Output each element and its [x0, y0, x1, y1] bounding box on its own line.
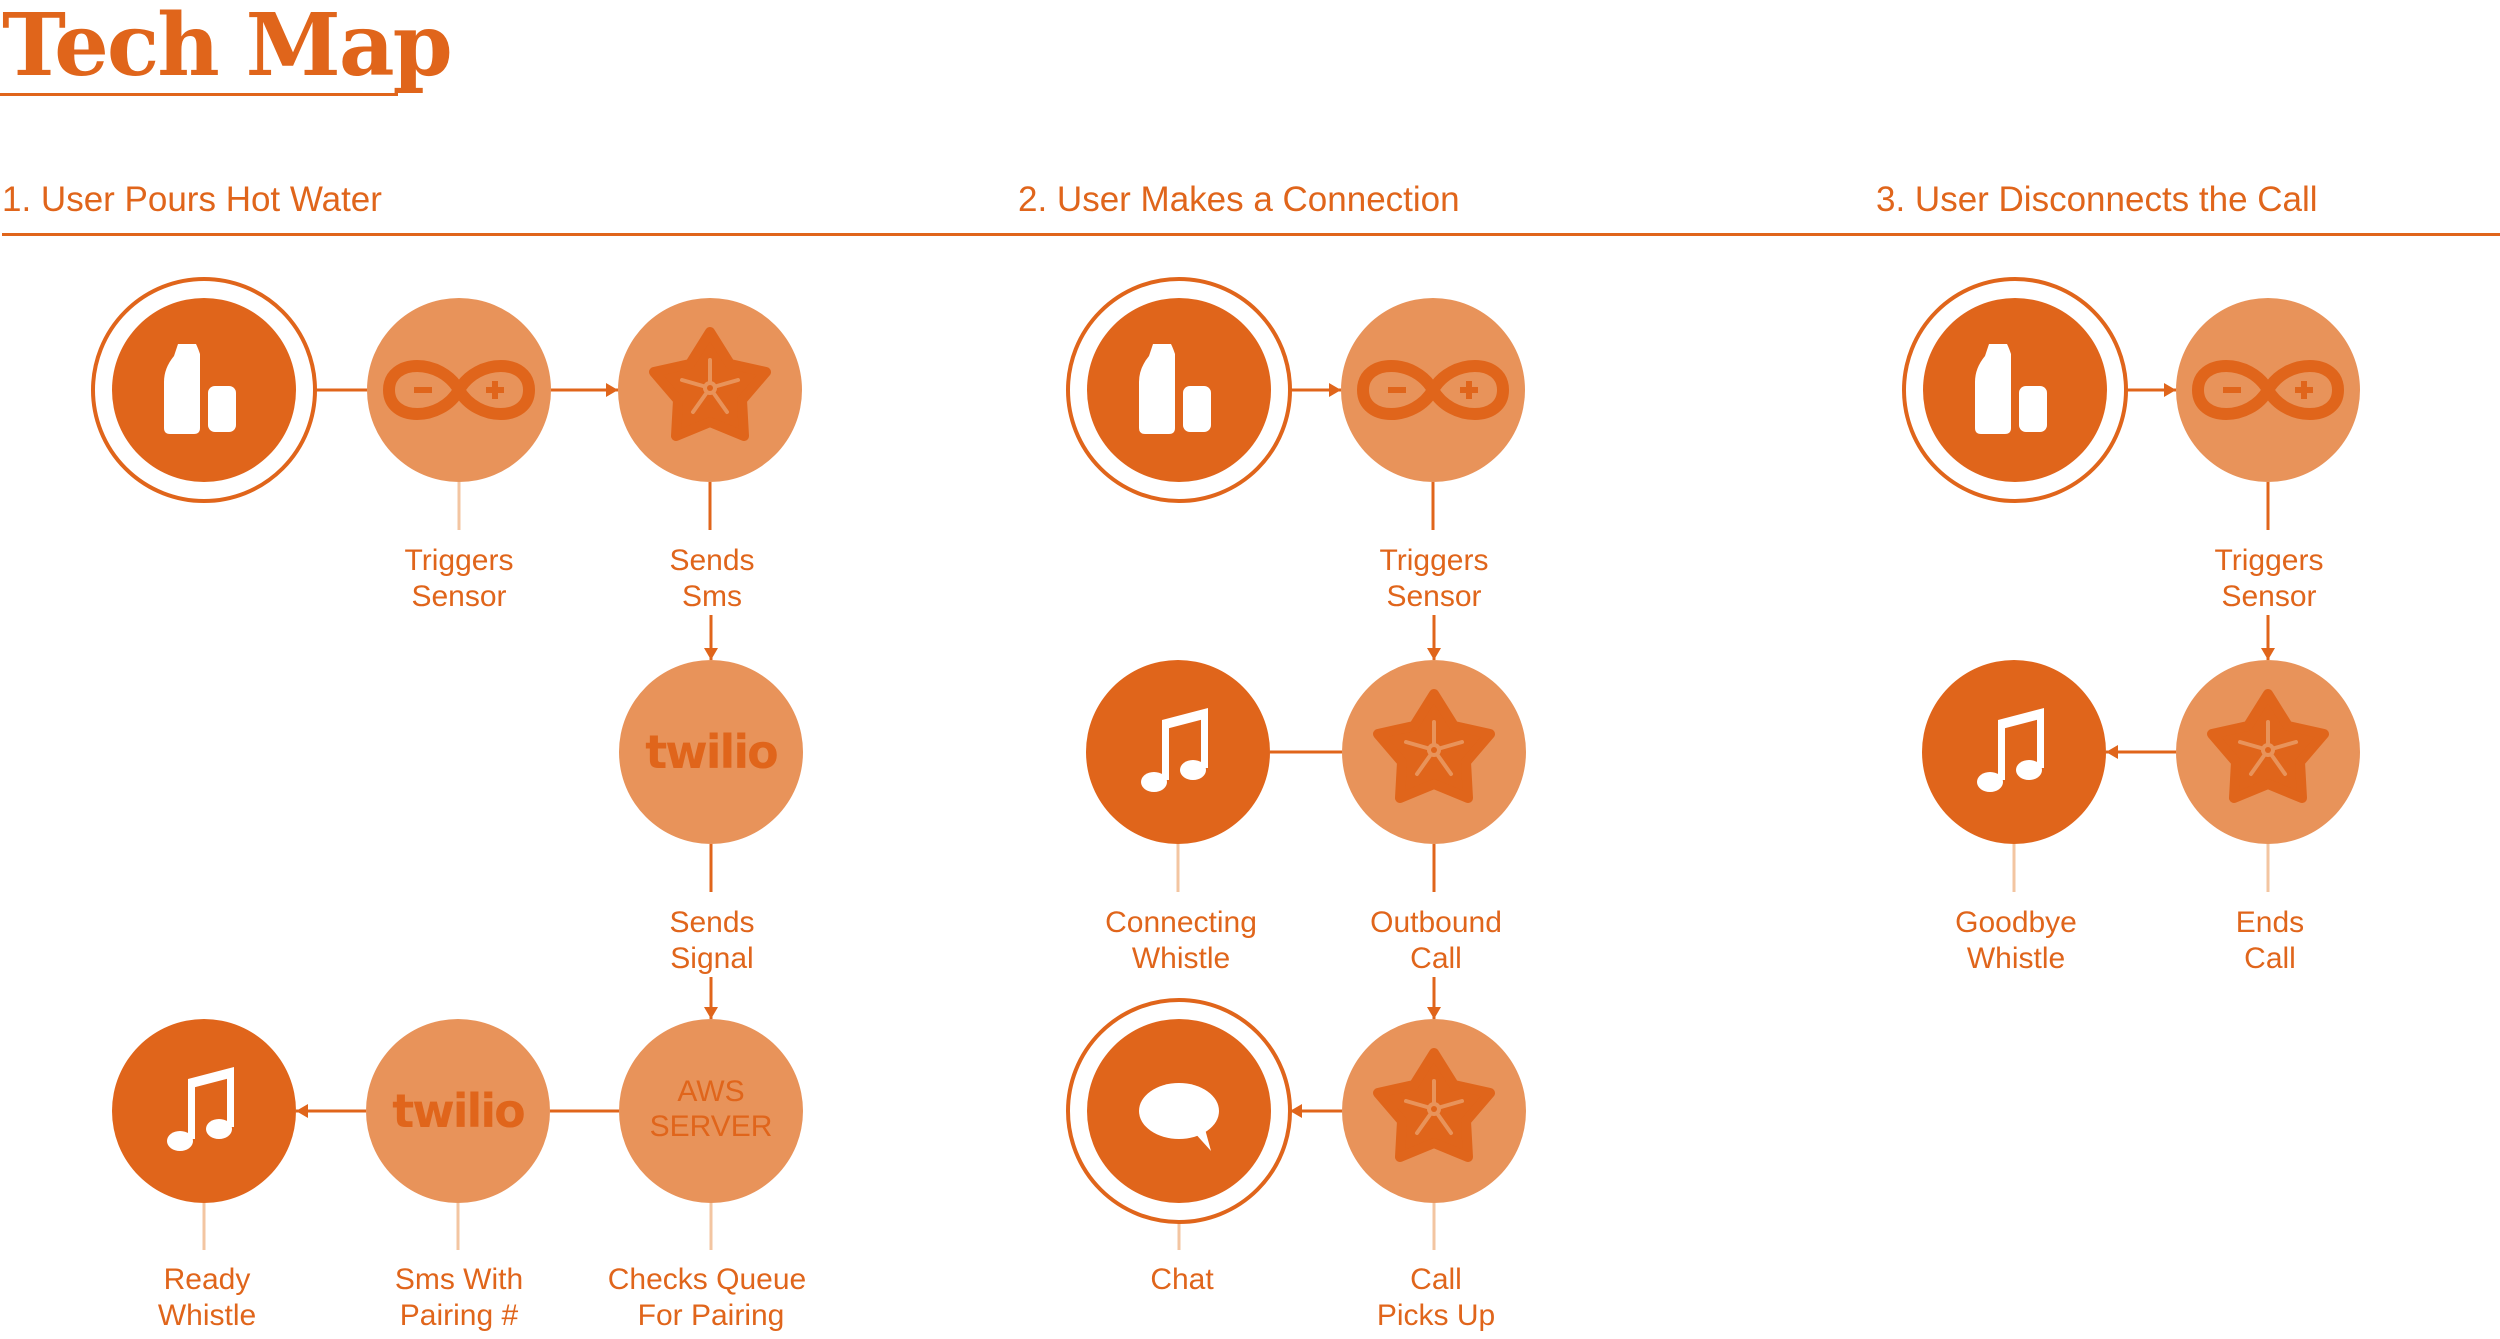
- arrowhead: [1427, 648, 1441, 660]
- svg-text:Sensor: Sensor: [1386, 580, 1481, 613]
- node-flower-s2-outbound: [1342, 660, 1526, 844]
- svg-text:Outbound: Outbound: [1370, 906, 1502, 939]
- svg-text:Triggers: Triggers: [1380, 544, 1489, 577]
- arrowhead: [1427, 1007, 1441, 1019]
- svg-text:Goodbye: Goodbye: [1955, 906, 2077, 939]
- arrowhead: [606, 383, 618, 397]
- arrowhead: [2106, 745, 2118, 759]
- svg-text:AWS: AWS: [677, 1075, 744, 1108]
- label-ready-whistle: Ready Whistle: [158, 1263, 256, 1332]
- svg-text:SERVER: SERVER: [650, 1110, 773, 1143]
- label-call-picks-up: Call Picks Up: [1377, 1263, 1495, 1332]
- page-title: Tech Map: [2, 0, 453, 96]
- node-arduino-s2: [1341, 298, 1525, 482]
- node-twilio-s1-signal: twilio: [619, 660, 803, 844]
- node-kettle-s3: [1902, 277, 2128, 503]
- svg-text:Chat: Chat: [1150, 1263, 1214, 1296]
- svg-text:For Pairing: For Pairing: [638, 1299, 785, 1332]
- node-music-s3: [1922, 660, 2106, 844]
- svg-text:Checks Queue: Checks Queue: [608, 1263, 806, 1296]
- svg-text:Ready: Ready: [164, 1263, 251, 1296]
- label-chat: Chat: [1150, 1263, 1214, 1296]
- section-divider: [2, 233, 2500, 236]
- svg-text:Sends: Sends: [669, 906, 754, 939]
- svg-text:Sends: Sends: [669, 544, 754, 577]
- section-title-disconnect: 3. User Disconnects the Call: [1876, 180, 2318, 219]
- arrowhead: [704, 1007, 718, 1019]
- label-connecting-whistle: Connecting Whistle: [1105, 906, 1257, 975]
- node-flower-s2-pickup: [1342, 1019, 1526, 1203]
- svg-text:Whistle: Whistle: [158, 1299, 256, 1332]
- label-outbound-call: Outbound Call: [1370, 906, 1502, 975]
- svg-text:Triggers: Triggers: [2215, 544, 2324, 577]
- svg-text:Pairing #: Pairing #: [400, 1299, 519, 1332]
- svg-text:Ends: Ends: [2236, 906, 2304, 939]
- svg-text:Sms: Sms: [682, 580, 742, 613]
- arrowhead: [2164, 383, 2176, 397]
- label-triggers-sensor-s3: Triggers Sensor: [2215, 544, 2324, 613]
- node-flower-s1: [618, 298, 802, 482]
- node-aws-server: AWS SERVER: [619, 1019, 803, 1203]
- label-ends-call: Ends Call: [2236, 906, 2304, 975]
- svg-text:Whistle: Whistle: [1132, 942, 1230, 975]
- twilio-logo: twilio: [645, 725, 777, 779]
- node-kettle-s2: [1066, 277, 1292, 503]
- arrowhead: [1329, 383, 1341, 397]
- node-music-s1: [112, 1019, 296, 1203]
- svg-text:Connecting: Connecting: [1105, 906, 1257, 939]
- node-flower-s3: [2176, 660, 2360, 844]
- label-sms-with-pairing: Sms With Pairing #: [395, 1263, 523, 1332]
- svg-text:Call: Call: [1410, 942, 1462, 975]
- label-checks-queue: Checks Queue For Pairing: [608, 1263, 806, 1332]
- node-music-s2: [1086, 660, 1270, 844]
- svg-text:Call: Call: [1410, 1263, 1462, 1296]
- title-underline: [0, 93, 398, 96]
- label-sends-signal: Sends Signal: [669, 906, 754, 975]
- arrowhead: [1290, 1104, 1302, 1118]
- svg-text:Sensor: Sensor: [411, 580, 506, 613]
- svg-text:Signal: Signal: [670, 942, 753, 975]
- svg-text:Sensor: Sensor: [2221, 580, 2316, 613]
- label-sends-sms: Sends Sms: [669, 544, 754, 613]
- label-goodbye-whistle: Goodbye Whistle: [1955, 906, 2077, 975]
- svg-text:Whistle: Whistle: [1967, 942, 2065, 975]
- svg-text:Call: Call: [2244, 942, 2296, 975]
- label-triggers-sensor-s2: Triggers Sensor: [1380, 544, 1489, 613]
- section-title-connect: 2. User Makes a Connection: [1018, 180, 1460, 219]
- node-kettle-s1: [91, 277, 317, 503]
- node-chat-s2: [1066, 998, 1292, 1224]
- arrowhead: [704, 648, 718, 660]
- section-title-pour: 1. User Pours Hot Water: [2, 180, 382, 219]
- svg-text:Triggers: Triggers: [405, 544, 514, 577]
- svg-text:Picks Up: Picks Up: [1377, 1299, 1495, 1332]
- node-arduino-s3: [2176, 298, 2360, 482]
- arrowhead: [2261, 648, 2275, 660]
- arrowhead: [296, 1104, 308, 1118]
- svg-text:Sms With: Sms With: [395, 1263, 523, 1296]
- twilio-logo: twilio: [392, 1084, 524, 1138]
- node-arduino-s1: [367, 298, 551, 482]
- node-twilio-s1-sms: twilio: [366, 1019, 550, 1203]
- label-triggers-sensor-s1: Triggers Sensor: [405, 544, 514, 613]
